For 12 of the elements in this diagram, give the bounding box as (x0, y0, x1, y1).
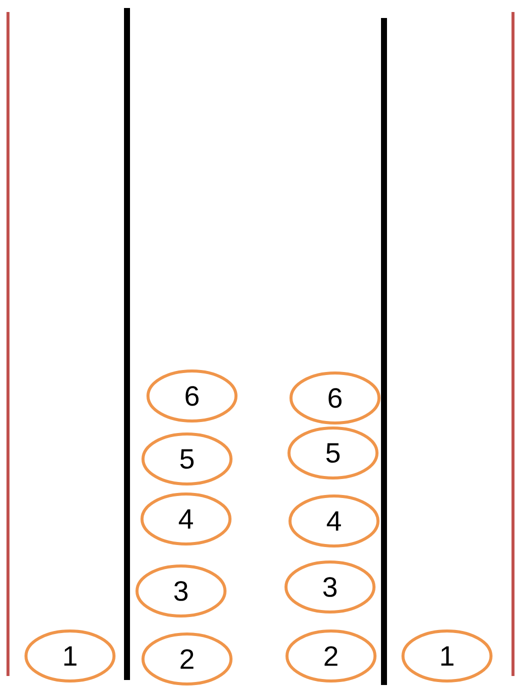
numbered-ring: 4 (140, 492, 232, 546)
numbered-ring: 5 (288, 426, 378, 480)
numbered-ring: 4 (288, 494, 380, 548)
numbered-ring: 6 (146, 370, 238, 422)
numbered-ring: 3 (284, 560, 376, 614)
numbered-ring: 2 (286, 630, 376, 682)
numbered-ring: 5 (142, 432, 232, 486)
numbered-ring: 3 (136, 564, 226, 618)
numbered-ring: 6 (290, 372, 380, 424)
numbered-ring: 1 (402, 630, 492, 682)
numbered-ring: 1 (24, 630, 116, 682)
numbered-ring: 2 (142, 632, 232, 686)
